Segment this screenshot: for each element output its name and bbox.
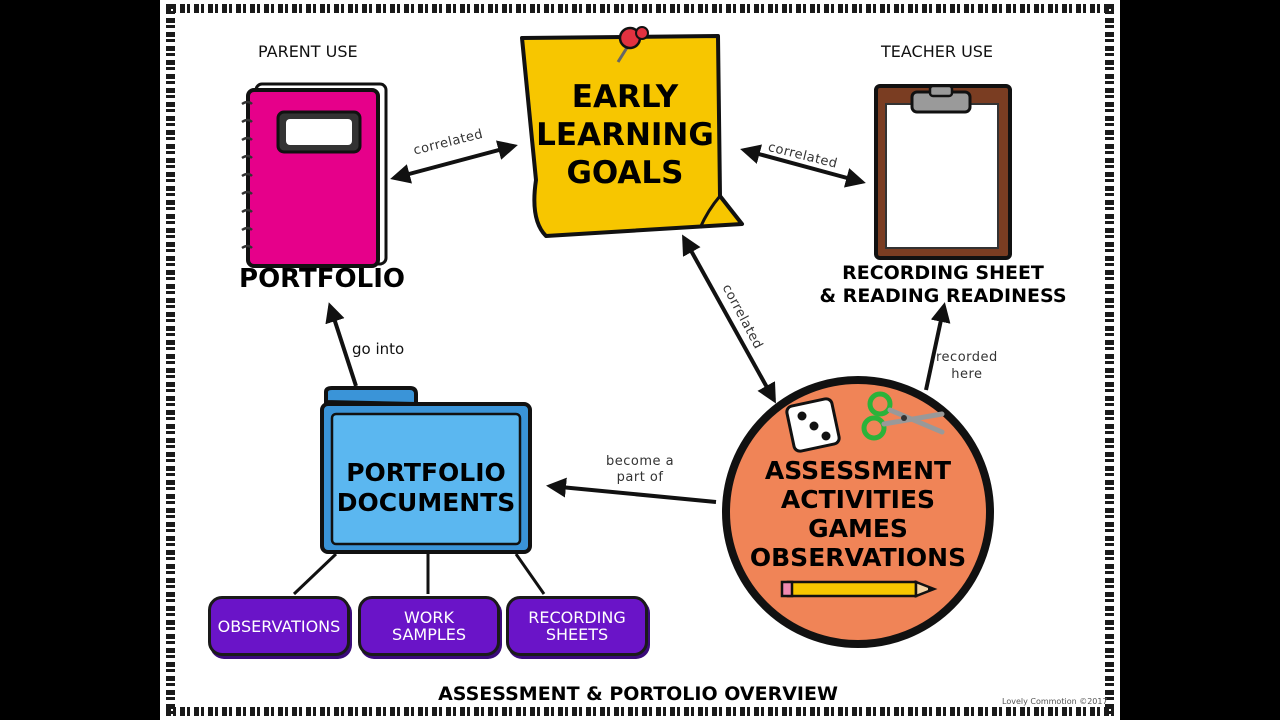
pushpin-icon <box>616 26 649 63</box>
diagram-page: PARENT USE TEACHER USE EARLY LEARNING GO… <box>160 0 1120 720</box>
recorded-line: recorded <box>936 350 998 365</box>
teacher-use-label: TEACHER USE <box>881 42 994 61</box>
observations-pill: OBSERVATIONS <box>208 596 350 656</box>
become-line: become a <box>606 454 675 469</box>
activities-label: ASSESSMENT ACTIVITIES GAMES OBSERVATIONS <box>726 456 990 572</box>
border-top <box>166 4 1114 13</box>
recording-line: & READING READINESS <box>819 285 1067 307</box>
become-a-part-of-label: become a part of <box>606 454 674 486</box>
activities-line: OBSERVATIONS <box>749 543 967 572</box>
activities-line: ACTIVITIES <box>780 485 936 514</box>
folder-icon <box>320 386 532 554</box>
scissors-icon <box>861 391 945 441</box>
arrow-notebook-goals <box>390 140 518 184</box>
recording-sheet-label: RECORDING SHEET & READING READINESS <box>800 262 1086 308</box>
border-left <box>166 4 175 716</box>
arrow-circle-recording <box>924 302 951 391</box>
page-title: ASSESSMENT & PORTOLIO OVERVIEW <box>438 683 838 705</box>
connector-recording-sheets <box>514 553 546 595</box>
notebook-icon <box>241 82 388 268</box>
activities-circle <box>722 376 994 648</box>
clipboard-icon <box>874 84 1012 260</box>
parent-use-label: PARENT USE <box>258 42 358 61</box>
arrow-goals-circle <box>682 234 776 404</box>
work-samples-pill: WORK SAMPLES <box>358 596 500 656</box>
goals-line: GOALS <box>566 155 684 191</box>
connector-observations <box>292 552 338 596</box>
arrow-circle-folder <box>546 477 717 504</box>
goals-heading: EARLY LEARNING GOALS <box>532 78 718 192</box>
dice-icon <box>785 397 841 453</box>
go-into-label: go into <box>352 340 405 358</box>
pencil-icon <box>780 580 938 598</box>
become-line: part of <box>616 470 664 485</box>
recording-sheets-pill: RECORDING SHEETS <box>506 596 648 656</box>
portfolio-label: PORTFOLIO <box>239 264 405 294</box>
arrow-goals-clipboard <box>740 144 866 188</box>
goals-line: LEARNING <box>536 117 714 153</box>
recorded-line: here <box>951 367 983 382</box>
portfolio-documents-label: PORTFOLIO DOCUMENTS <box>332 458 520 518</box>
activities-line: ASSESSMENT <box>764 456 952 485</box>
activities-line: GAMES <box>808 514 908 543</box>
border-bottom <box>166 707 1114 716</box>
folder-line: DOCUMENTS <box>336 488 516 517</box>
sticky-note-paper <box>520 34 744 238</box>
goals-line: EARLY <box>571 79 679 115</box>
pill-label: RECORDING SHEETS <box>528 608 626 644</box>
credit-label: Lovely Commotion ©2017 <box>1002 697 1108 706</box>
arrow-folder-portfolio <box>325 302 358 387</box>
border-right <box>1105 4 1114 716</box>
pill-label: WORK SAMPLES <box>391 608 467 644</box>
folder-line: PORTFOLIO <box>346 458 506 487</box>
diagram-graphics <box>241 26 1012 648</box>
recorded-here-label: recorded here <box>936 349 998 383</box>
sticky-note-icon <box>520 34 744 238</box>
pill-label: OBSERVATIONS <box>217 616 341 636</box>
recording-line: RECORDING SHEET <box>842 262 1044 284</box>
